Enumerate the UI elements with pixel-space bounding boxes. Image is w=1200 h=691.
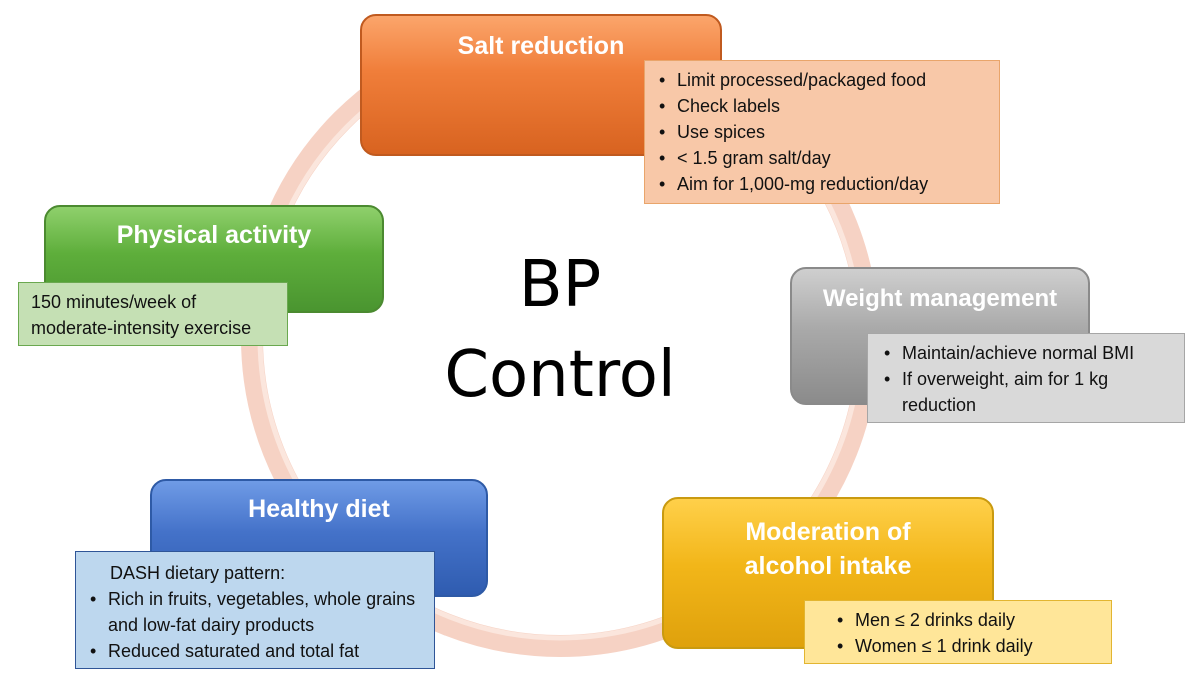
salt-bullet: < 1.5 gram salt/day [657, 145, 989, 171]
alcohol-title-line2: alcohol intake [744, 552, 912, 580]
weight-management-title: Weight management [822, 285, 1058, 312]
salt-bullet: Limit processed/packaged food [657, 67, 989, 93]
salt-bullet: Aim for 1,000-mg reduction/day [657, 171, 989, 197]
alcohol-bullet: Men ≤ 2 drinks daily [835, 607, 1101, 633]
weight-bullet: Maintain/achieve normal BMI [882, 340, 1176, 366]
center-title-line2: Control [444, 338, 676, 412]
weight-management-notes: Maintain/achieve normal BMI If overweigh… [867, 333, 1185, 423]
alcohol-notes: Men ≤ 2 drinks daily Women ≤ 1 drink dai… [804, 600, 1112, 664]
center-title: BP Control [400, 240, 720, 420]
alcohol-bullet: Women ≤ 1 drink daily [835, 633, 1101, 659]
physical-activity-notes: 150 minutes/week of moderate-intensity e… [18, 282, 288, 346]
healthy-diet-title: Healthy diet [248, 495, 390, 523]
salt-reduction-notes: Limit processed/packaged food Check labe… [644, 60, 1000, 204]
salt-bullet: Use spices [657, 119, 989, 145]
physical-activity-text-line1: 150 minutes/week of [31, 292, 197, 312]
weight-bullet: If overweight, aim for 1 kg reduction [882, 366, 1176, 418]
diet-bullet: Reduced saturated and total fat [88, 638, 424, 664]
physical-activity-title: Physical activity [116, 221, 312, 249]
center-title-line1: BP [518, 248, 602, 322]
healthy-diet-notes: DASH dietary pattern: Rich in fruits, ve… [75, 551, 435, 669]
salt-reduction-title: Salt reduction [457, 32, 625, 60]
physical-activity-text-line2: moderate-intensity exercise [31, 318, 252, 338]
alcohol-title-line1: Moderation of [745, 518, 911, 546]
salt-bullet: Check labels [657, 93, 989, 119]
healthy-diet-lead: DASH dietary pattern: [110, 563, 286, 583]
diet-bullet: Rich in fruits, vegetables, whole grains… [88, 586, 424, 638]
